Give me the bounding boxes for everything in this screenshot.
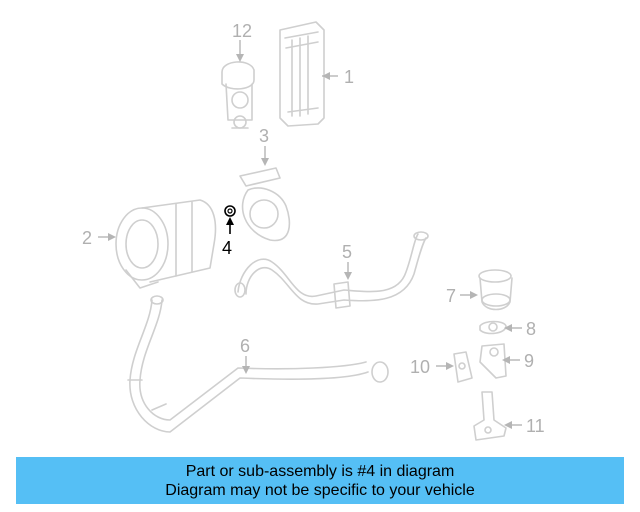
callout-2: 2: [82, 228, 92, 248]
part-9-bracket: [479, 343, 507, 379]
callout-3: 3: [259, 126, 269, 146]
arrow-7: [470, 291, 478, 299]
part-8-gasket: [479, 320, 507, 335]
part-7-connector: [478, 269, 513, 311]
callout-10: 10: [410, 357, 430, 377]
callout-6: 6: [240, 336, 250, 356]
callout-12: 12: [232, 21, 252, 41]
parts-diagram: 1 12 3 4 2: [82, 21, 545, 441]
arrow-9: [502, 356, 510, 364]
callout-11: 11: [526, 416, 545, 436]
arrow-12: [236, 54, 244, 62]
part-5-hose: [234, 231, 429, 309]
callout-8: 8: [526, 319, 536, 339]
callout-5: 5: [342, 242, 352, 262]
part-1-filter: [279, 21, 325, 127]
callout-7: 7: [446, 286, 456, 306]
part-6-pipe: [127, 295, 389, 433]
arrow-2: [108, 233, 116, 241]
callout-1: 1: [344, 67, 354, 87]
part-12-valve: [221, 61, 255, 129]
banner-line-1: Part or sub-assembly is #4 in diagram: [185, 462, 455, 480]
part-4-nut: [224, 205, 236, 217]
arrow-5: [344, 272, 352, 280]
arrow-10: [446, 362, 454, 370]
part-3-cover: [239, 167, 291, 242]
part-11-mount: [473, 391, 507, 441]
arrow-6: [242, 366, 250, 374]
arrow-8: [504, 324, 512, 332]
info-banner: Part or sub-assembly is #4 in diagram Di…: [16, 457, 624, 504]
part-10-bracket: [453, 351, 473, 383]
callout-4: 4: [222, 238, 232, 258]
arrow-3: [261, 158, 269, 166]
arrow-11: [504, 421, 512, 429]
callout-9: 9: [524, 351, 534, 371]
arrow-1: [322, 72, 330, 80]
arrow-4: [226, 217, 234, 225]
part-2-air-pump: [115, 199, 217, 289]
banner-line-2: Diagram may not be specific to your vehi…: [165, 481, 475, 499]
